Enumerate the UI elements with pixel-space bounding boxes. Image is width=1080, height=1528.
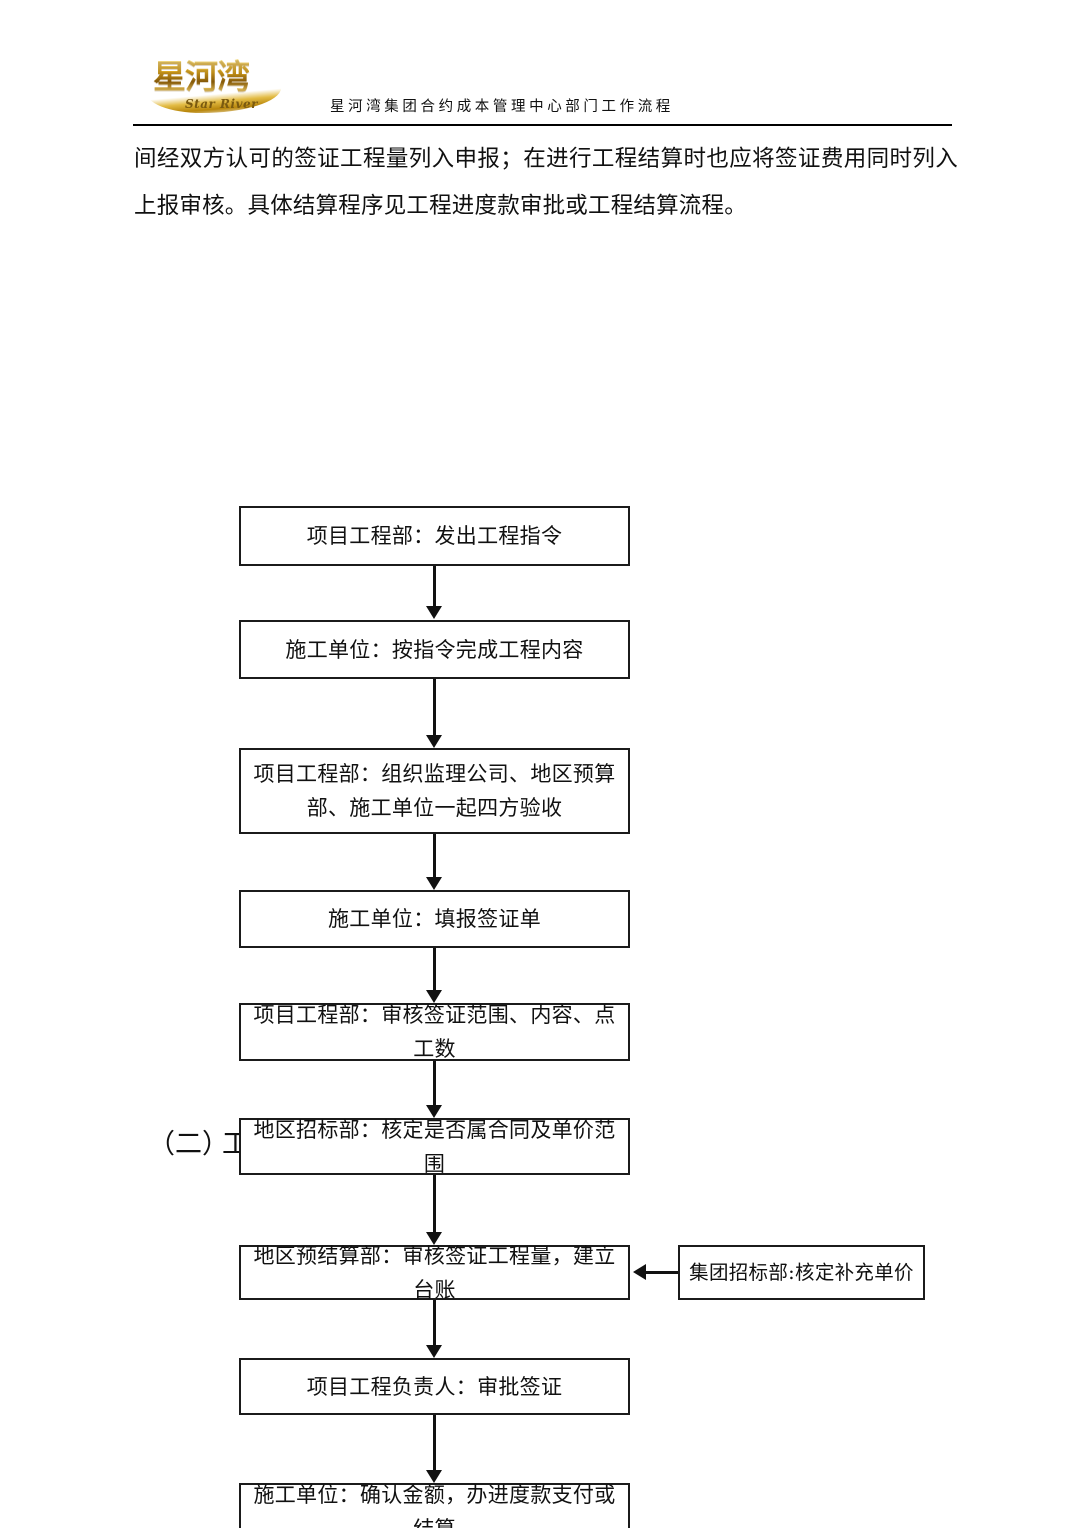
flow-node-n6[interactable]: 地区招标部：核定是否属合同及单价范围 — [239, 1118, 630, 1176]
flow-arrowhead-n7-n9 — [426, 1345, 442, 1358]
flow-edge-n5-n6 — [433, 1061, 436, 1105]
flow-node-n3[interactable]: 项目工程部：组织监理公司、地区预算部、施工单位一起四方验收 — [239, 748, 630, 834]
flow-arrowhead-n6-n7 — [426, 1232, 442, 1245]
flow-node-n8[interactable]: 集团招标部:核定补充单价 — [678, 1245, 925, 1300]
flow-node-n2[interactable]: 施工单位：按指令完成工程内容 — [239, 620, 630, 679]
flow-edge-n6-n7 — [433, 1175, 436, 1232]
flow-arrowhead-n1-n2 — [426, 606, 442, 619]
flow-node-n1[interactable]: 项目工程部：发出工程指令 — [239, 506, 630, 566]
flow-edge-n9-n10 — [433, 1415, 436, 1470]
header-title: 星河湾集团合约成本管理中心部门工作流程 — [330, 99, 674, 115]
flow-node-n5[interactable]: 项目工程部：审核签证范围、内容、点工数 — [239, 1003, 630, 1061]
flow-edge-n8-n7 — [646, 1271, 678, 1274]
flow-arrowhead-n9-n10 — [426, 1470, 442, 1483]
flow-arrowhead-n3-n4 — [426, 877, 442, 890]
flow-edge-n2-n3 — [433, 679, 436, 735]
flow-edge-n1-n2 — [433, 566, 436, 606]
flow-node-n10[interactable]: 施工单位：确认金额，办进度款支付或结算 — [239, 1483, 630, 1528]
header-divider-rule — [133, 124, 952, 126]
flow-arrowhead-n5-n6 — [426, 1105, 442, 1118]
logo-english-text: Star River — [185, 97, 258, 111]
flow-arrowhead-n8-n7 — [633, 1264, 646, 1280]
flow-edge-n3-n4 — [433, 834, 436, 877]
flow-edge-n7-n9 — [433, 1300, 436, 1345]
body-paragraph: 间经双方认可的签证工程量列入申报；在进行工程结算时也应将签证费用同时列入上报审核… — [134, 146, 958, 219]
flow-arrowhead-n4-n5 — [426, 990, 442, 1003]
flow-node-n9[interactable]: 项目工程负责人：审批签证 — [239, 1358, 630, 1415]
star-river-logo: 星河湾 Star River — [143, 57, 285, 119]
flow-arrowhead-n2-n3 — [426, 735, 442, 748]
flow-edge-n4-n5 — [433, 948, 436, 990]
logo-chinese-text: 星河湾 — [153, 57, 250, 96]
page-header: 星河湾 Star River 星河湾集团合约成本管理中心部门工作流程 — [0, 0, 1080, 128]
section-number-label: （二） — [148, 1129, 229, 1160]
flow-node-n7[interactable]: 地区预结算部：审核签证工程量，建立台账 — [239, 1244, 630, 1302]
flow-node-n4[interactable]: 施工单位：填报签证单 — [239, 890, 630, 948]
